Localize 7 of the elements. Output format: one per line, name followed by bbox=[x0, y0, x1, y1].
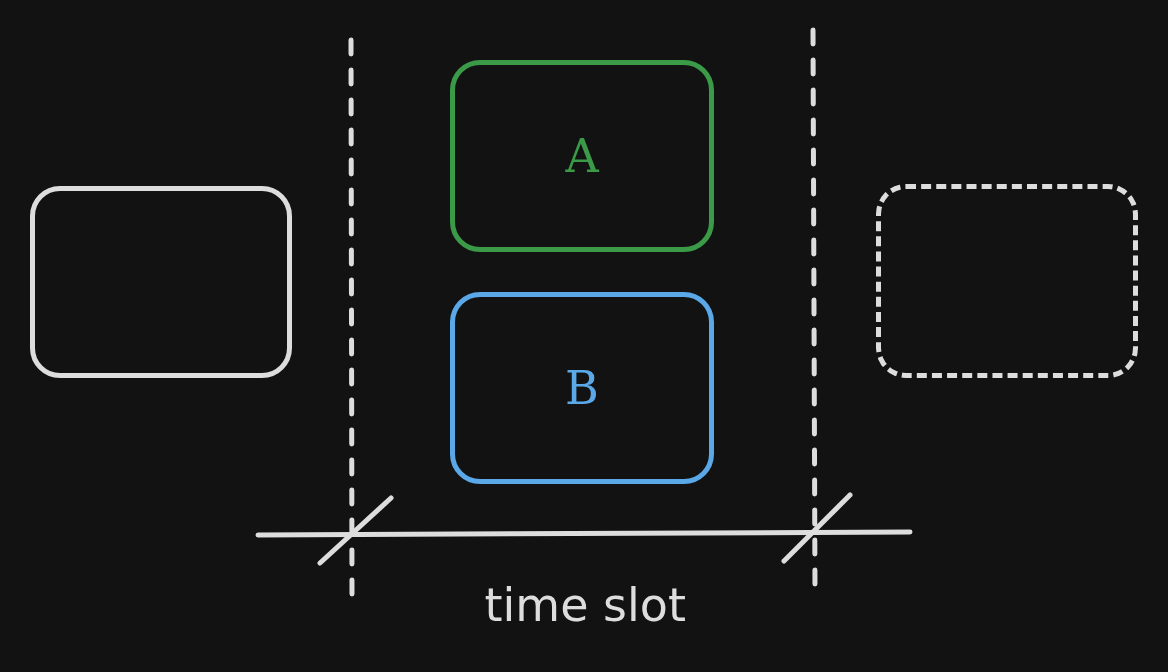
process-box bbox=[450, 292, 714, 484]
dimension-label: time slot bbox=[484, 578, 686, 632]
rounded-box bbox=[30, 186, 292, 378]
box-label: B bbox=[565, 361, 599, 415]
dashed-box bbox=[876, 184, 1138, 378]
box-label: A bbox=[565, 129, 599, 183]
process-box bbox=[450, 60, 714, 252]
